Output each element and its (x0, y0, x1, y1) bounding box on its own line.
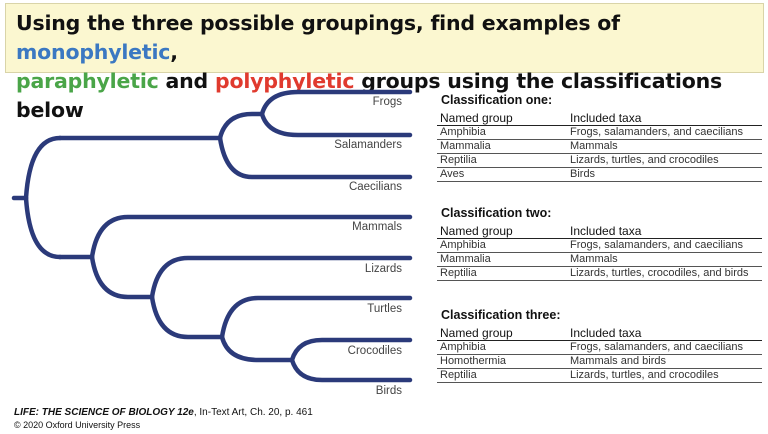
branch-mammals (89, 214, 413, 260)
branch-croc-bird-node (219, 334, 295, 363)
branch-root-lower (23, 195, 63, 260)
title-part-2: , (170, 40, 178, 64)
classification-one-title: Classification one: (441, 93, 553, 107)
branch-frog-sal-node (259, 89, 413, 117)
col-header-group: Named group (437, 110, 567, 126)
branch-lizards (149, 255, 413, 300)
group-cell: Mammalia (437, 139, 567, 154)
taxon-label: Mammals (352, 221, 402, 233)
title-part-1: Using the three possible groupings, find… (16, 11, 620, 35)
book-title: LIFE: THE SCIENCE OF BIOLOGY 12e (14, 407, 194, 418)
taxa-cell: Frogs, salamanders, and caecilians (567, 238, 762, 253)
group-cell: Reptilia (437, 266, 567, 281)
taxa-cell: Mammals and birds (567, 354, 762, 369)
copyright: © 2020 Oxford University Press (14, 420, 141, 430)
taxa-cell: Birds (567, 167, 762, 182)
source-credit: LIFE: THE SCIENCE OF BIOLOGY 12e, In-Tex… (14, 407, 313, 431)
taxon-label: Frogs (372, 96, 402, 108)
taxa-cell: Frogs, salamanders, and caecilians (567, 340, 762, 355)
branch-crocodiles (289, 337, 413, 363)
branch-sauropsida (89, 254, 155, 300)
group-cell: Amphibia (437, 340, 567, 355)
book-location: , In-Text Art, Ch. 20, p. 461 (193, 407, 313, 418)
branch-birds (289, 357, 413, 383)
branch-turtles (219, 295, 413, 340)
taxon-label: Salamanders (334, 139, 402, 151)
branch-caecilians (217, 135, 413, 180)
taxon-label: Lizards (364, 263, 402, 275)
col-header-taxa: Included taxa (567, 325, 762, 341)
col-header-taxa: Included taxa (567, 223, 762, 239)
title-paraphyletic: paraphyletic (16, 69, 159, 93)
group-cell: Reptilia (437, 368, 567, 383)
taxon-label: Birds (375, 385, 402, 397)
taxon-label: Turtles (367, 303, 402, 315)
title-polyphyletic: polyphyletic (214, 69, 355, 93)
taxon-label: Crocodiles (347, 345, 402, 357)
book-reference: LIFE: THE SCIENCE OF BIOLOGY 12e, In-Tex… (14, 407, 313, 419)
group-cell: Aves (437, 167, 567, 182)
taxa-cell: Mammals (567, 252, 762, 267)
group-cell: Mammalia (437, 252, 567, 267)
col-header-group: Named group (437, 223, 567, 239)
branch-root-upper (23, 135, 63, 201)
title-text: Using the three possible groupings, find… (16, 9, 761, 125)
taxa-cell: Mammals (567, 139, 762, 154)
group-cell: Homothermia (437, 354, 567, 369)
taxa-cell: Frogs, salamanders, and caecilians (567, 125, 762, 140)
title-part-3: and (158, 69, 215, 93)
branch-archosaur-node (149, 294, 225, 340)
branch-amphibia-upper (217, 111, 265, 141)
branch-salamanders (259, 111, 413, 138)
classification-three-title: Classification three: (441, 308, 561, 322)
taxon-label: Caecilians (348, 181, 402, 193)
taxa-cell: Lizards, turtles, and crocodiles (567, 153, 762, 168)
taxa-cell: Lizards, turtles, crocodiles, and birds (567, 266, 762, 281)
title-banner: Using the three possible groupings, find… (5, 3, 764, 122)
col-header-group: Named group (437, 325, 567, 341)
title-part-4: groups using the classifications below (16, 69, 723, 122)
group-cell: Reptilia (437, 153, 567, 168)
title-monophyletic: monophyletic (16, 40, 171, 64)
taxa-cell: Lizards, turtles, and crocodiles (567, 368, 762, 383)
col-header-taxa: Included taxa (567, 110, 762, 126)
group-cell: Amphibia (437, 125, 567, 140)
classification-two-title: Classification two: (441, 206, 552, 220)
group-cell: Amphibia (437, 238, 567, 253)
